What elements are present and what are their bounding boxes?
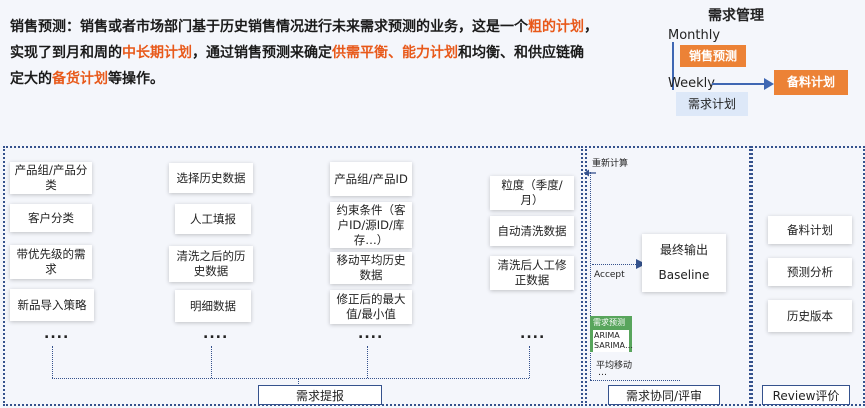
intro-text: 销售预测：销售或者市场部门基于历史销售情况进行未来需求预测的业务，这是一个粗的计…	[10, 14, 650, 92]
intro-line-2: 实现了到月和周的中长期计划，通过销售预测来确定供需平衡、能力计划和均衡、和供应链…	[10, 45, 584, 61]
node-product-group-id: 产品组/产品ID	[330, 162, 412, 196]
connector-bottom-bus	[52, 378, 529, 379]
recalc-arrow-icon	[584, 169, 596, 177]
mgmt-arrow-head-icon	[764, 78, 774, 90]
highlight-long-term-plan: 中长期计划	[122, 45, 192, 61]
node-new-product-strategy: 新品导入策略	[10, 289, 94, 321]
node-manual-fill: 人工填报	[175, 204, 251, 234]
section-demand-collab	[585, 146, 751, 406]
col2-more-dots: ....	[203, 326, 229, 342]
label-review: Review评价	[762, 385, 850, 405]
label-demand-submit: 需求提报	[258, 385, 382, 405]
monthly-label: Monthly	[668, 28, 721, 43]
node-constraints: 约束条件（客户ID/源ID/库存…）	[330, 202, 412, 248]
node-corrected-max-min: 修正后的最大值/最小值	[330, 290, 412, 324]
mgmt-connector-vertical	[672, 42, 674, 90]
node-customer-category: 客户分类	[10, 204, 92, 232]
connector-col3	[367, 346, 368, 378]
connector-col1	[52, 346, 53, 378]
section-review	[751, 146, 865, 406]
accept-label: Accept	[594, 270, 625, 280]
collab-left-line	[590, 172, 591, 380]
node-detail-data: 明细数据	[175, 290, 251, 322]
moving-average-label: 平均移动	[596, 361, 633, 371]
forecast-model-title: 需求预测	[593, 318, 625, 327]
node-cleaned-history: 清洗之后的历史数据	[169, 246, 253, 282]
baseline-label: Baseline	[658, 268, 710, 282]
model-arima: ARIMA	[594, 331, 620, 340]
material-plan-box: 备料计划	[774, 70, 848, 95]
forecast-model-list: ARIMA SARIMA…	[593, 330, 633, 352]
connector-to-label	[298, 378, 299, 386]
model-sarima: SARIMA…	[594, 341, 633, 350]
node-priority-demand: 带优先级的需求	[10, 245, 92, 279]
highlight-balance-capacity: 供需平衡、能力计划	[332, 45, 458, 61]
node-auto-cleaned: 自动清洗数据	[490, 216, 574, 246]
section-demand-submit	[3, 146, 583, 406]
final-output-label: 最终输出	[659, 243, 708, 257]
node-granularity: 粒度（季度/月）	[490, 176, 574, 210]
col4-more-dots: ....	[520, 326, 546, 342]
accept-line	[592, 264, 642, 265]
final-output-box: 最终输出 Baseline	[642, 234, 726, 292]
node-moving-average-history: 移动平均历史数据	[330, 252, 412, 284]
connector-col4	[529, 346, 530, 378]
accept-arrow-icon	[636, 259, 646, 269]
demand-plan-box: 需求计划	[676, 92, 748, 116]
collab-bottom-line	[590, 380, 680, 381]
node-product-group-category: 产品组/产品分类	[10, 162, 92, 194]
intro-line-3: 定大的备货计划等操作。	[10, 71, 164, 87]
review-history-version: 历史版本	[768, 300, 852, 332]
sales-forecast-box: 销售预测	[680, 45, 746, 67]
col1-more-dots: ....	[44, 326, 70, 342]
recalc-label: 重新计算	[592, 159, 629, 169]
label-demand-collab: 需求协同/评审	[608, 385, 720, 405]
review-material-plan: 备料计划	[768, 216, 852, 244]
col3-more-dots: ....	[358, 326, 384, 342]
highlight-stock-plan: 备货计划	[52, 71, 108, 87]
review-forecast-analysis: 预测分析	[768, 258, 852, 286]
connector-col2	[211, 346, 212, 378]
collab-more-dots: …	[598, 368, 607, 378]
forecast-model-box: 需求预测 ARIMA SARIMA…	[590, 316, 633, 352]
node-manual-corrected: 清洗后人工修正数据	[490, 256, 574, 290]
highlight-rough-plan: 粗的计划	[528, 19, 584, 35]
node-select-history: 选择历史数据	[169, 163, 253, 193]
weekly-label: Weekly	[668, 76, 715, 91]
mgmt-arrow-line	[712, 83, 768, 85]
mgmt-title: 需求管理	[708, 8, 764, 24]
intro-line-1: 销售预测：销售或者市场部门基于历史销售情况进行未来需求预测的业务，这是一个粗的计…	[10, 19, 598, 35]
